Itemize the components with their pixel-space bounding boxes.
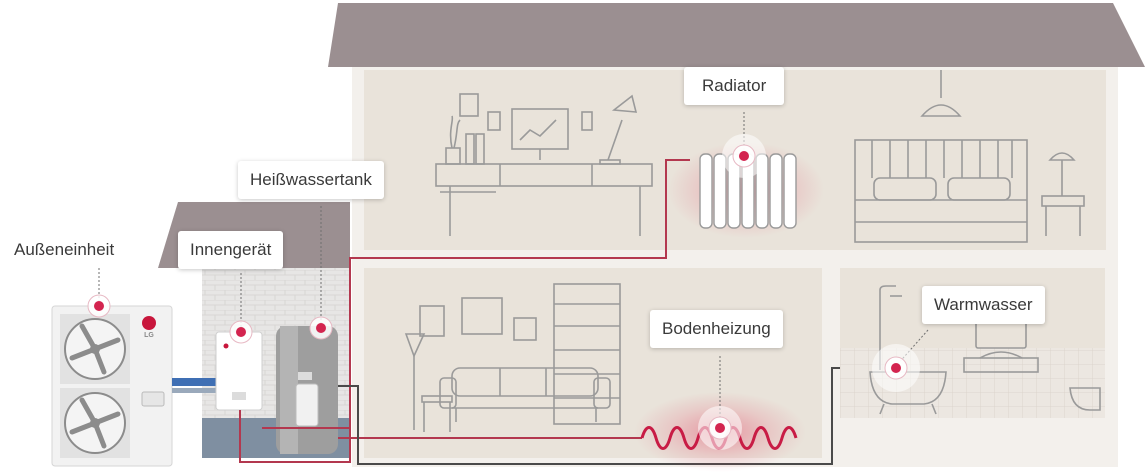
hotspot-boden xyxy=(698,406,742,450)
indoor-unit xyxy=(215,331,263,411)
hotspot-aussen xyxy=(87,294,111,318)
fan-icon xyxy=(60,314,130,384)
label-warm[interactable]: Warmwasser xyxy=(922,286,1045,324)
hotspot-radiator xyxy=(722,134,766,178)
label-tank[interactable]: Heißwassertank xyxy=(238,161,384,199)
refrigerant-pipe xyxy=(172,378,217,386)
main-roof xyxy=(328,3,1145,67)
wall-picture xyxy=(461,297,503,335)
label-boden[interactable]: Bodenheizung xyxy=(650,310,783,348)
picture-frame xyxy=(459,93,479,117)
heating-pipes xyxy=(239,159,878,465)
label-aussen: Außeneinheit xyxy=(14,240,115,259)
sofa xyxy=(439,367,611,422)
svg-text:LG: LG xyxy=(144,332,154,339)
desk xyxy=(435,163,653,236)
hot-water-tank xyxy=(276,326,338,454)
sink xyxy=(963,351,1039,373)
hotspot-warm xyxy=(872,344,920,392)
plant-pot xyxy=(445,147,461,165)
toilet xyxy=(1069,387,1101,411)
label-radiator[interactable]: Radiator xyxy=(684,67,785,105)
side-table xyxy=(421,395,453,432)
upper-room-furniture xyxy=(435,70,1085,243)
hotspots xyxy=(87,134,920,450)
hotspot-tank xyxy=(309,316,333,340)
binder xyxy=(465,133,475,165)
bed xyxy=(854,139,1028,243)
nightstand xyxy=(1041,152,1085,236)
bathtub xyxy=(869,371,947,415)
fan-icon xyxy=(60,388,130,458)
bookshelf xyxy=(553,283,621,425)
pendant-lamp xyxy=(920,70,962,117)
floor-lamp xyxy=(404,333,426,430)
lg-logo: LG xyxy=(142,316,156,339)
label-innen[interactable]: Innengerät xyxy=(178,231,284,269)
outdoor-unit: LG xyxy=(51,305,173,467)
desk-lamp xyxy=(599,94,638,165)
hotspot-innen xyxy=(229,320,253,344)
living-room-furniture xyxy=(404,283,621,432)
binder xyxy=(475,133,485,165)
